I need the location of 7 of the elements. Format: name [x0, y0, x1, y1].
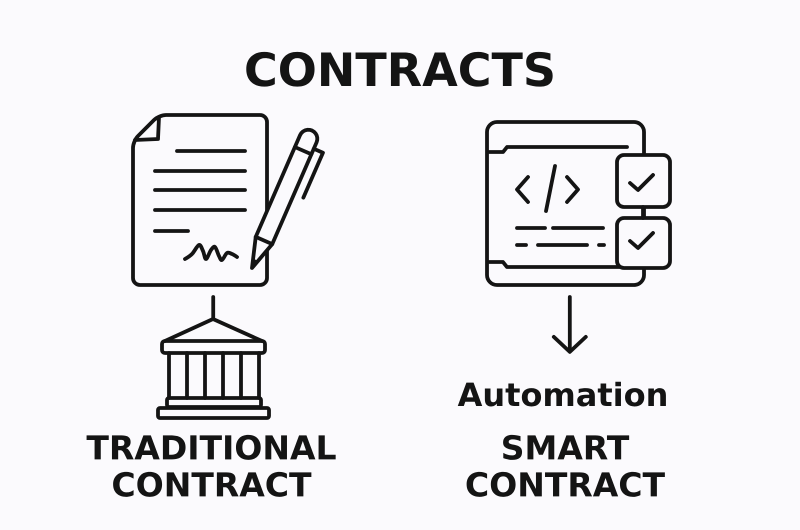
connector-line — [211, 295, 216, 320]
node-label: Automation — [458, 382, 666, 406]
columned-building-icon — [156, 317, 271, 420]
title: CONTRACTS — [246, 52, 553, 87]
caption-text: SMART CONTRACT — [466, 434, 665, 497]
code-window-icon — [485, 120, 672, 287]
signed-document-icon — [131, 113, 325, 287]
